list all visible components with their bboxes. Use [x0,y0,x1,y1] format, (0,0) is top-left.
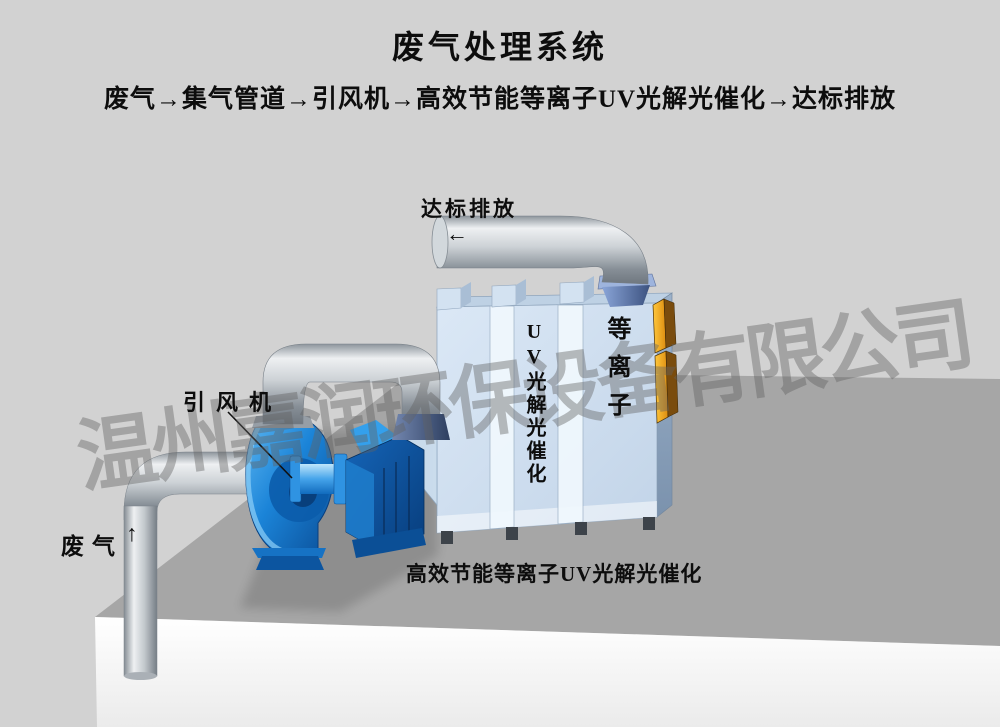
inlet-flow-arrow-icon: ↑ [126,521,138,546]
waste-gas-label: 废气 [61,534,123,559]
fan-belt-guard [350,420,400,454]
platform-front-face [95,617,1000,727]
fan-flange-left [289,455,302,503]
discharge-open-end [431,215,449,269]
box-partition-band-2 [557,304,584,525]
box-legs [441,517,655,544]
fan-shaft [300,464,336,494]
box-wall-tops [436,276,594,311]
process-flow-line: 废气→集气管道→引风机→高效节能等离子UV光解光催化→达标排放 [103,86,897,113]
inlet-vertical-pipe [123,505,158,677]
fan-label-leader-line [227,411,293,479]
fan-base-plate [252,548,326,558]
fan-label: 引风机 [183,390,283,415]
fan-base [256,556,324,570]
plasma-module-1 [652,298,677,354]
fan-to-box-pipe [252,343,450,440]
discharge-elbow [436,215,649,285]
inlet-pipe [123,451,267,680]
fan-flange-right [333,453,348,505]
equipment-caption: 高效节能等离子UV光解光催化 [406,562,703,586]
discharge-label: 达标排放 [421,197,517,221]
box-partition-band-1 [489,305,515,530]
motor-foot [352,528,426,558]
box-label-uv-photolysis: UV光解光催化 [523,321,545,486]
box-label-plasma: 等离子 [603,316,629,430]
funnel-body [602,285,650,307]
fan-casing-rim [245,417,293,556]
induced-draft-fan [245,414,426,570]
discharge-flow-arrow-icon: ← [446,221,468,246]
fan-motor-face [346,460,374,548]
bridge-pipe [262,343,441,425]
plasma-module-2 [654,350,679,424]
page-title: 废气处理系统 [391,29,608,65]
bridge-flange [392,414,450,440]
discharge-pipe [431,215,657,307]
